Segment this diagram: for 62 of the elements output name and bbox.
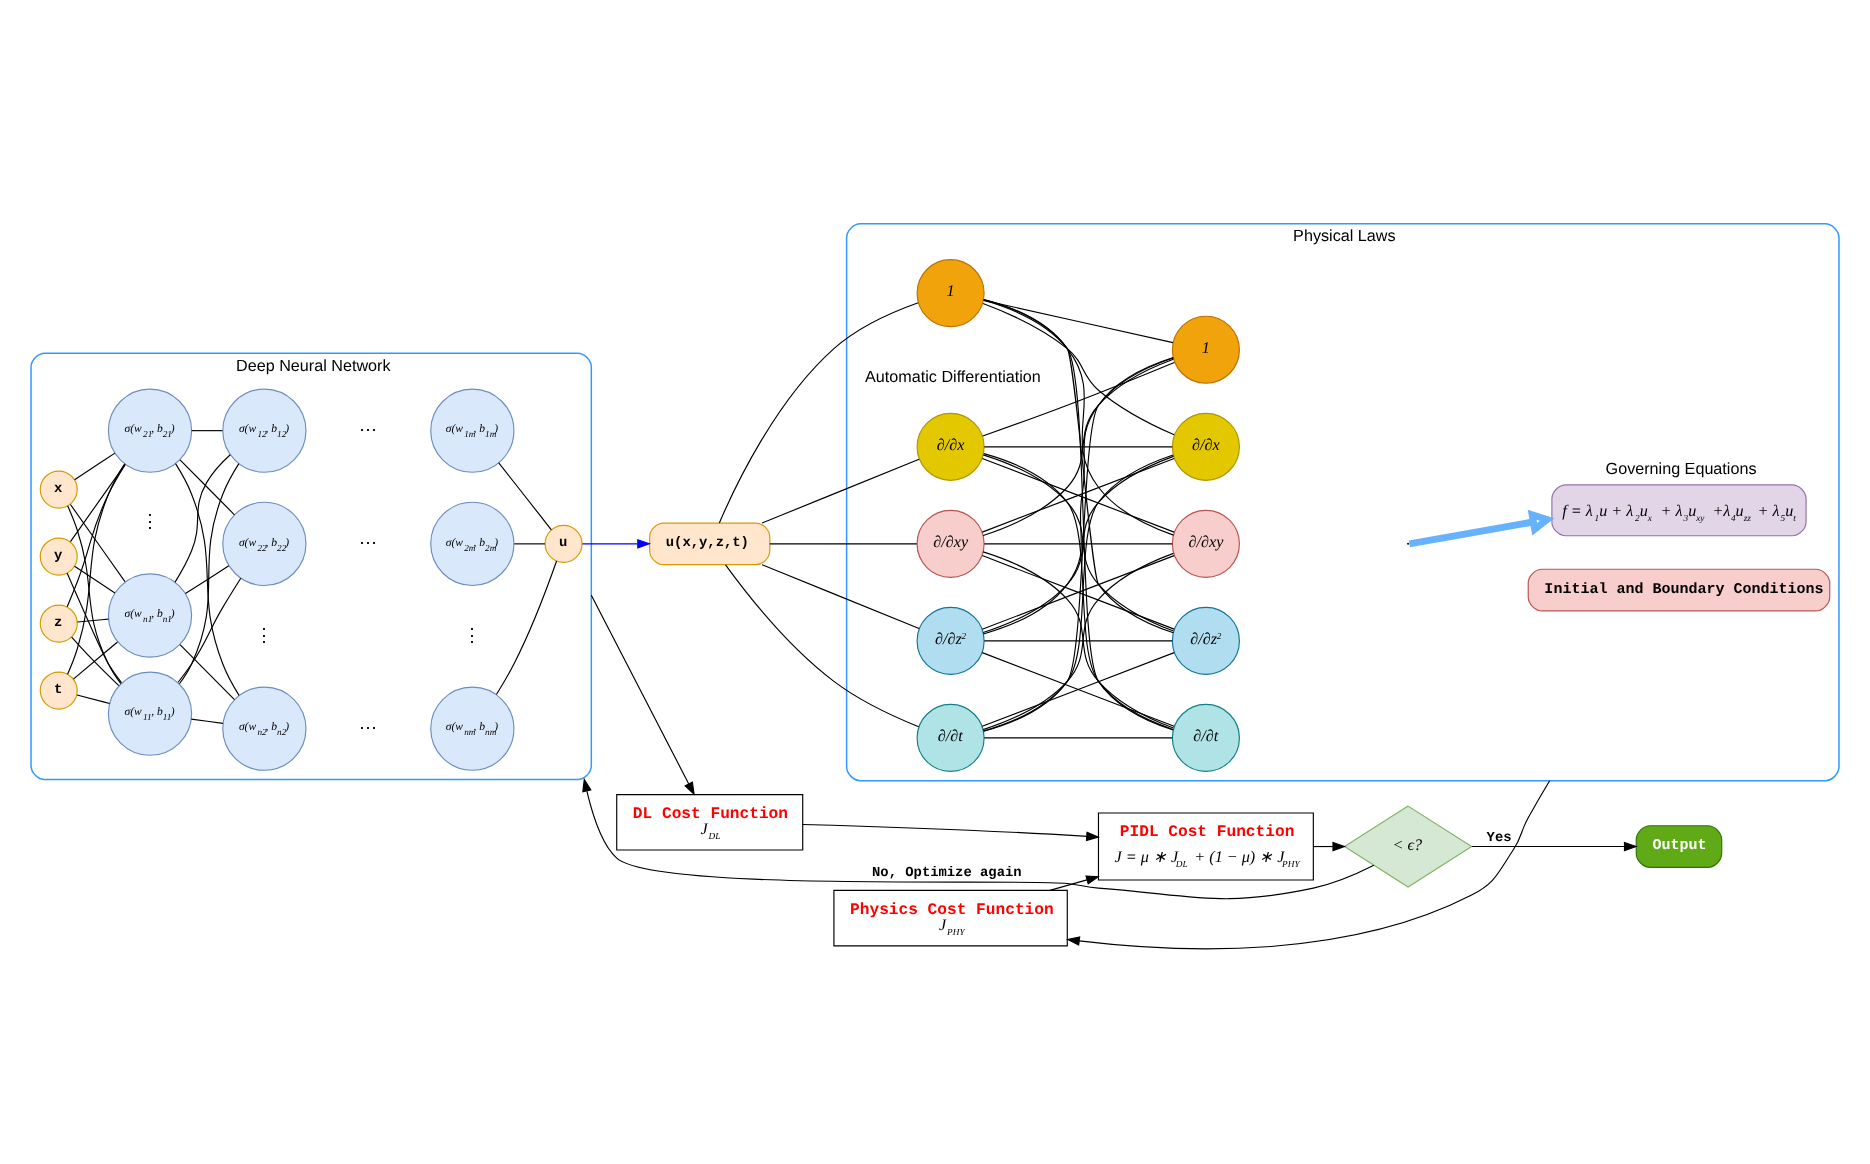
label: ⋯: [359, 717, 378, 738]
connector: [174, 454, 231, 583]
connector: [69, 503, 126, 583]
label: ⋮: [140, 511, 159, 532]
label: ⋮: [255, 624, 274, 645]
connector: [190, 718, 224, 724]
arrow: [802, 823, 1101, 842]
node-circle: ∂/∂t: [1171, 703, 1240, 773]
node-circle: ∂/∂x: [916, 412, 985, 481]
connector: [983, 737, 1173, 739]
arrow: [582, 777, 1375, 900]
connector: [983, 446, 1173, 448]
connector: [769, 543, 918, 545]
connector: [983, 299, 1174, 634]
connector: [74, 452, 116, 481]
node-circle: ∂/∂x: [1171, 412, 1240, 481]
connector: [982, 299, 1175, 536]
connector: [983, 640, 1173, 642]
connector: [981, 652, 1175, 727]
connector: [72, 641, 119, 680]
connector: [983, 543, 1173, 545]
connector: [67, 463, 126, 675]
connector: [982, 358, 1174, 537]
connector: [71, 636, 120, 687]
node-circle: 1: [916, 259, 985, 328]
connector: [495, 560, 558, 696]
connector: [177, 577, 242, 683]
connector: [761, 458, 920, 524]
connector: [76, 694, 111, 705]
connector: [982, 302, 1175, 436]
label: ⋯: [359, 419, 378, 440]
arrow: [581, 539, 652, 549]
label: ⋯: [359, 532, 378, 553]
label: ⋮: [463, 624, 482, 645]
connector: [66, 572, 123, 684]
arrow: [1066, 780, 1551, 950]
connector: [718, 302, 919, 524]
connector: [981, 555, 1175, 630]
connector: [498, 462, 552, 531]
node-circle: ∂/∂xy: [1171, 509, 1240, 578]
connector: [74, 565, 116, 594]
arrow: [1312, 841, 1347, 852]
connector: [76, 618, 110, 623]
arrow: [1408, 509, 1555, 548]
node-circle: ∂/∂xy: [916, 509, 985, 578]
arrow: [1049, 875, 1100, 891]
connector: [179, 459, 236, 516]
node-circle: ∂/∂t: [916, 703, 985, 773]
connector: [184, 565, 230, 595]
node-circle: 1: [1171, 315, 1240, 384]
connector: [513, 543, 546, 545]
node-diamond: < ϵ?: [1343, 805, 1473, 888]
connector: [66, 463, 126, 608]
arrow: [1471, 841, 1638, 852]
connector: [982, 357, 1174, 635]
connector: [761, 564, 920, 630]
connector: [67, 505, 122, 685]
connector: [724, 564, 920, 728]
connector: [982, 361, 1175, 437]
connector: [179, 644, 236, 701]
arrow: [590, 594, 695, 796]
connector: [191, 430, 224, 432]
